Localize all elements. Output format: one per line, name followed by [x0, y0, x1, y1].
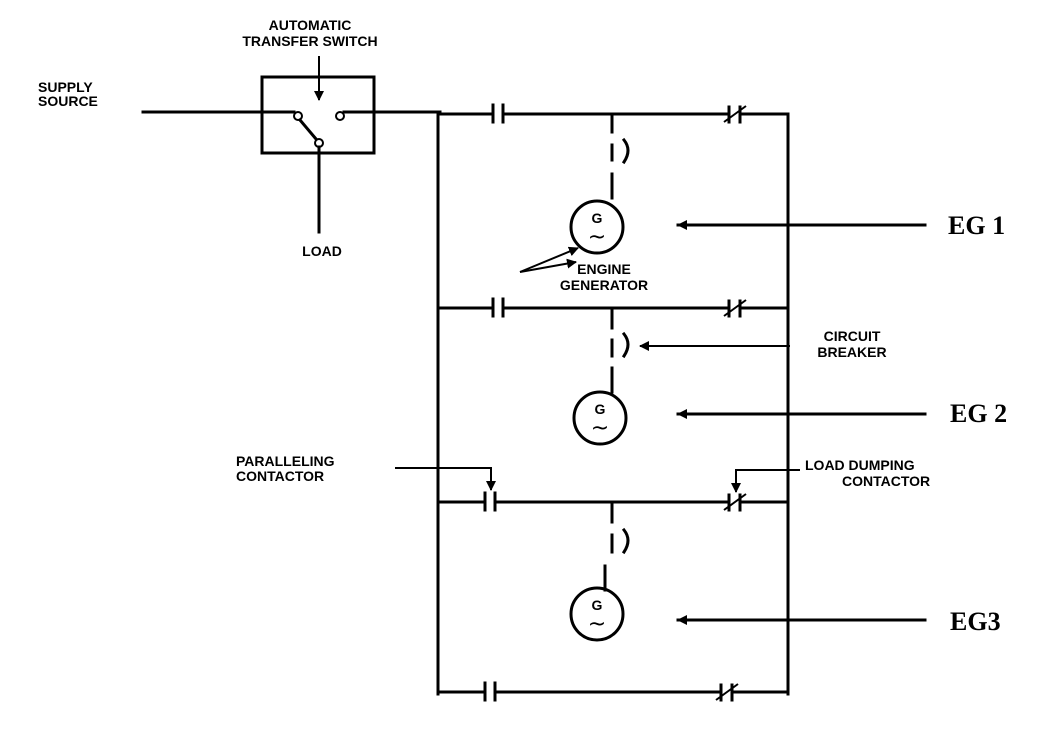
load-dumping-contactor-label-2: CONTACTOR — [842, 473, 930, 489]
paralleling-contactor-label-2: CONTACTOR — [236, 468, 324, 484]
generator-2-symbol: G — [595, 401, 606, 417]
eg3-label: EG3 — [950, 607, 1001, 636]
rung-3 — [438, 491, 790, 512]
rung-4 — [438, 681, 790, 702]
engine-generator-label-2: GENERATOR — [560, 277, 648, 293]
generator-1-symbol: G — [592, 210, 603, 226]
load-dumping-contactor-label-1: LOAD DUMPING — [805, 457, 915, 473]
generator-3-wave: ~ — [588, 612, 606, 637]
supply-source-label-1: SUPPLY — [38, 79, 93, 95]
generator-branch-2 — [572, 308, 630, 446]
generator-2-wave: ~ — [591, 416, 609, 441]
supply-source-label-2: SOURCE — [38, 93, 98, 109]
rung-2 — [438, 297, 790, 318]
generator-branch-1 — [569, 114, 630, 255]
paralleling-contactor-label-1: PARALLELING — [236, 453, 335, 469]
circuit-breaker-label-1: CIRCUIT — [824, 328, 881, 344]
engine-generator-pointer-1 — [519, 246, 579, 273]
ats-label-1: AUTOMATIC — [269, 17, 352, 33]
load-label: LOAD — [302, 243, 342, 259]
rung-1 — [438, 103, 790, 124]
generator-3-symbol: G — [592, 597, 603, 613]
ats-label-2: TRANSFER SWITCH — [242, 33, 377, 49]
circuit-breaker-label-2: BREAKER — [817, 344, 886, 360]
paralleling-contactor-pointer — [395, 467, 496, 491]
eg2-label: EG 2 — [950, 399, 1007, 428]
engine-generator-pointer-2 — [519, 258, 577, 273]
generator-1-wave: ~ — [588, 225, 606, 250]
engine-generator-label-1: ENGINE — [577, 261, 631, 277]
generator-branch-3 — [569, 503, 630, 642]
automatic-transfer-switch — [260, 56, 376, 155]
eg1-label: EG 1 — [948, 211, 1005, 240]
load-dumping-contactor-pointer — [731, 469, 800, 493]
